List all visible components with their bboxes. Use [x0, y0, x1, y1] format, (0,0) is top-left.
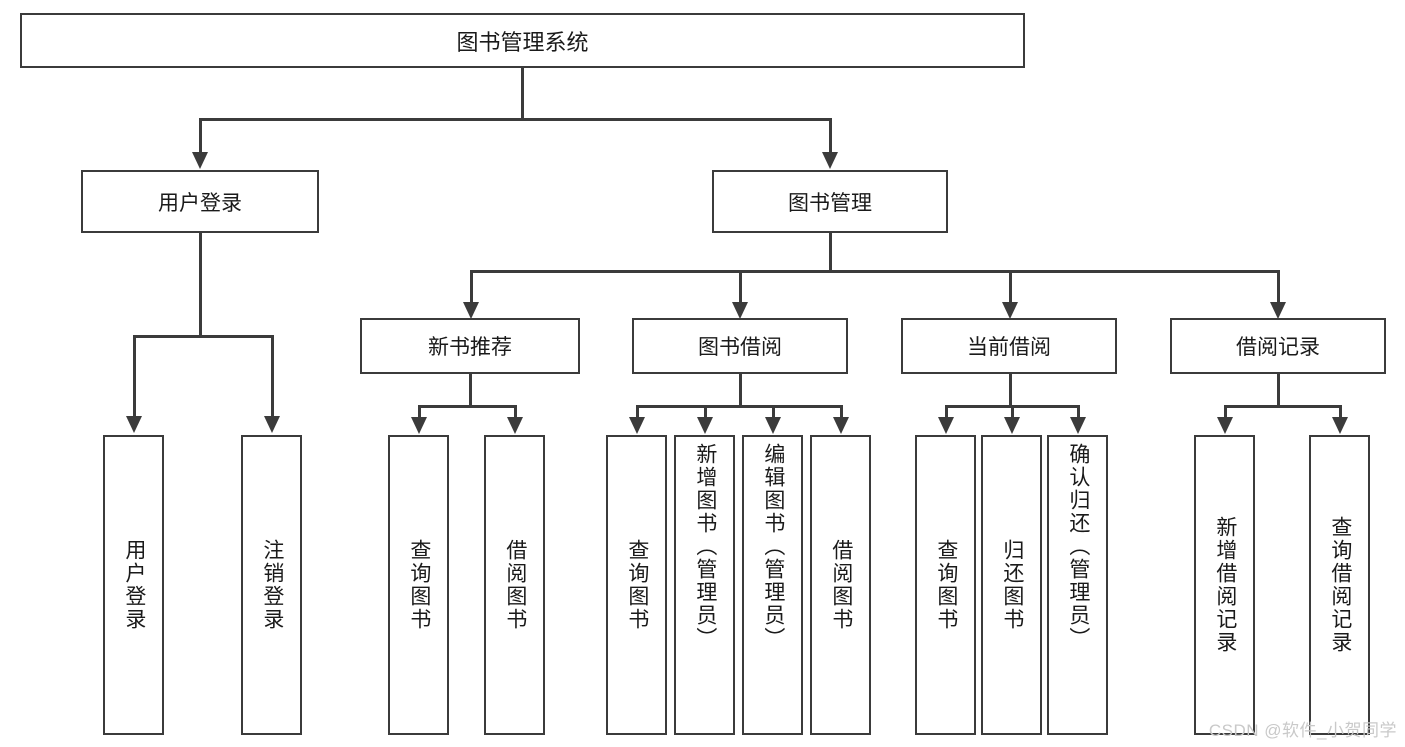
connector-bb-stem	[739, 374, 742, 405]
leaf-bb-edit-book-admin[interactable]: 编辑图书（管理员）	[742, 435, 803, 735]
arrowhead-nbr-leaf-1	[411, 417, 427, 434]
arrowhead-current-borrow	[1002, 302, 1018, 319]
connector-bb-drop-4	[840, 405, 843, 419]
connector-cb-drop-3	[1077, 405, 1080, 419]
arrowhead-cb-leaf-3	[1070, 417, 1086, 434]
leaf-nbr-borrow-book[interactable]: 借阅图书	[484, 435, 545, 735]
leaf-label: 确认归还（管理员）	[1066, 443, 1090, 650]
leaf-label: 查询图书	[934, 539, 958, 631]
connector-cb-drop-1	[945, 405, 948, 419]
connector-root-bus	[199, 118, 831, 121]
leaf-label: 借阅图书	[503, 539, 527, 631]
arrowhead-to-book-management	[822, 152, 838, 169]
node-label: 新书推荐	[428, 336, 512, 359]
arrowhead-new-book-recommend	[463, 302, 479, 319]
connector-bb-bus	[636, 405, 842, 408]
node-book-management[interactable]: 图书管理	[712, 170, 948, 233]
leaf-label: 查询图书	[407, 539, 431, 631]
leaf-label: 新增借阅记录	[1213, 516, 1237, 654]
connector-user-login-drop-1	[133, 335, 136, 418]
leaf-user-login-logout[interactable]: 注销登录	[241, 435, 302, 735]
connector-book-management-bus	[470, 270, 1279, 273]
connector-nbr-stem	[469, 374, 472, 405]
node-label: 用户登录	[158, 191, 242, 215]
connector-root-to-user-login	[199, 118, 202, 154]
arrowhead-bb-leaf-4	[833, 417, 849, 434]
leaf-label: 新增图书（管理员）	[693, 443, 717, 650]
arrowhead-user-login-leaf-2	[264, 416, 280, 433]
leaf-label: 编辑图书（管理员）	[761, 443, 785, 650]
connector-cb-drop-2	[1011, 405, 1014, 419]
arrowhead-br-leaf-1	[1217, 417, 1233, 434]
connector-bm-drop-book-borrow	[739, 270, 742, 304]
connector-bm-drop-new-book	[470, 270, 473, 304]
node-label: 借阅记录	[1236, 336, 1320, 359]
leaf-bb-add-book-admin[interactable]: 新增图书（管理员）	[674, 435, 735, 735]
connector-br-drop-1	[1224, 405, 1227, 419]
node-label: 图书管理	[788, 191, 872, 215]
connector-br-drop-2	[1339, 405, 1342, 419]
connector-root-to-book-management	[829, 118, 832, 154]
leaf-br-query-record[interactable]: 查询借阅记录	[1309, 435, 1370, 735]
leaf-label: 借阅图书	[829, 539, 853, 631]
connector-bm-drop-borrow-record	[1277, 270, 1280, 304]
arrowhead-nbr-leaf-2	[507, 417, 523, 434]
connector-nbr-drop-1	[418, 405, 421, 419]
connector-bb-drop-1	[636, 405, 639, 419]
connector-user-login-drop-2	[271, 335, 274, 418]
leaf-bb-query-book[interactable]: 查询图书	[606, 435, 667, 735]
connector-nbr-drop-2	[514, 405, 517, 419]
leaf-cb-query-book[interactable]: 查询图书	[915, 435, 976, 735]
connector-user-login-stem	[199, 233, 202, 335]
connector-bb-drop-3	[772, 405, 775, 419]
node-label: 图书管理系统	[456, 29, 589, 55]
leaf-bb-borrow-book[interactable]: 借阅图书	[810, 435, 871, 735]
connector-nbr-bus	[418, 405, 515, 408]
connector-user-login-bus	[133, 335, 272, 338]
leaf-label: 查询借阅记录	[1328, 516, 1352, 654]
leaf-cb-confirm-return-admin[interactable]: 确认归还（管理员）	[1047, 435, 1108, 735]
leaf-nbr-query-book[interactable]: 查询图书	[388, 435, 449, 735]
arrowhead-bb-leaf-3	[765, 417, 781, 434]
leaf-user-login-login[interactable]: 用户登录	[103, 435, 164, 735]
arrowhead-cb-leaf-2	[1004, 417, 1020, 434]
node-root-book-management-system[interactable]: 图书管理系统	[20, 13, 1025, 68]
node-user-login[interactable]: 用户登录	[81, 170, 319, 233]
leaf-label: 注销登录	[260, 539, 284, 631]
node-current-borrow[interactable]: 当前借阅	[901, 318, 1117, 374]
connector-br-stem	[1277, 374, 1280, 405]
connector-bb-drop-2	[704, 405, 707, 419]
arrowhead-br-leaf-2	[1332, 417, 1348, 434]
leaf-label: 归还图书	[1000, 539, 1024, 631]
node-label: 图书借阅	[698, 336, 782, 359]
arrowhead-borrow-record	[1270, 302, 1286, 319]
arrowhead-bb-leaf-1	[629, 417, 645, 434]
connector-br-bus	[1224, 405, 1341, 408]
node-label: 当前借阅	[967, 336, 1051, 359]
node-book-borrow[interactable]: 图书借阅	[632, 318, 848, 374]
arrowhead-user-login-leaf-1	[126, 416, 142, 433]
leaf-cb-return-book[interactable]: 归还图书	[981, 435, 1042, 735]
connector-root-stem	[521, 68, 524, 118]
leaf-label: 查询图书	[625, 539, 649, 631]
node-new-book-recommend[interactable]: 新书推荐	[360, 318, 580, 374]
connector-book-management-stem	[829, 233, 832, 270]
connector-bm-drop-current-borrow	[1009, 270, 1012, 304]
node-borrow-record[interactable]: 借阅记录	[1170, 318, 1386, 374]
arrowhead-to-user-login	[192, 152, 208, 169]
leaf-br-add-record[interactable]: 新增借阅记录	[1194, 435, 1255, 735]
arrowhead-cb-leaf-1	[938, 417, 954, 434]
arrowhead-bb-leaf-2	[697, 417, 713, 434]
arrowhead-book-borrow	[732, 302, 748, 319]
leaf-label: 用户登录	[122, 539, 146, 631]
connector-cb-stem	[1009, 374, 1012, 405]
